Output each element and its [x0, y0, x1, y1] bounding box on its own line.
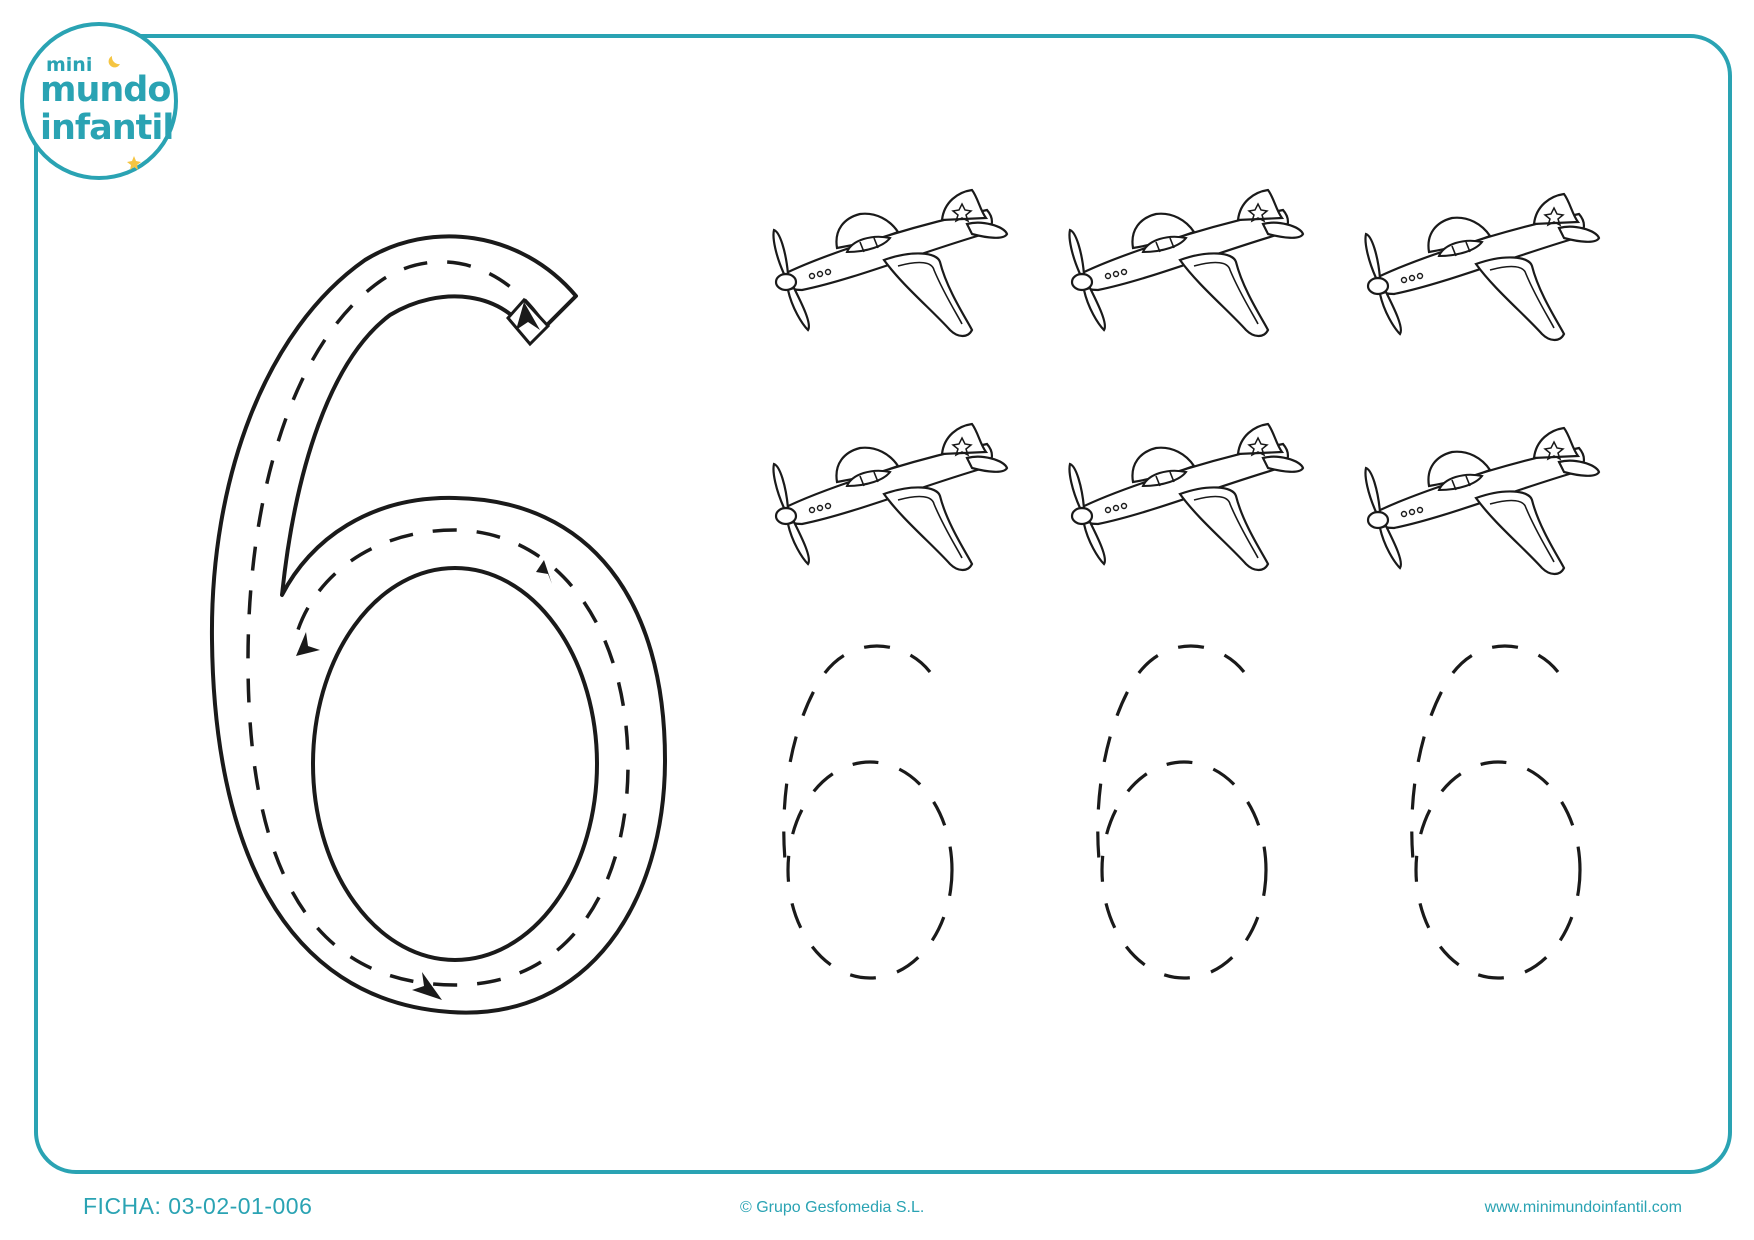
copyright-text: © Grupo Gesfomedia S.L. [740, 1199, 925, 1216]
worksheet-code: FICHA: 03-02-01-006 [83, 1193, 313, 1219]
airplane-icon [1068, 188, 1305, 338]
airplane-icon [1364, 192, 1601, 342]
direction-arrow-icon [516, 302, 540, 330]
count-objects [772, 188, 1601, 576]
airplane-icon [772, 188, 1009, 338]
logo-decorations [108, 56, 141, 170]
airplane-icon [772, 422, 1009, 572]
brand-logo[interactable]: mini mundo infantil [20, 22, 178, 180]
tracing-numeral[interactable] [209, 234, 667, 1015]
airplane-icon [1364, 426, 1601, 576]
worksheet-frame [34, 34, 1732, 1174]
direction-arrow-icon [536, 560, 552, 584]
website-link[interactable]: www.minimundoinfantil.com [1484, 1199, 1682, 1216]
moon-icon [108, 56, 120, 68]
star-icon [127, 156, 141, 170]
dashed-six [1410, 644, 1582, 980]
dashed-six [1096, 644, 1268, 980]
direction-arrow-icon [296, 632, 320, 656]
logo-text-infantil: infantil [40, 108, 174, 148]
airplane-icon [1068, 422, 1305, 572]
dashed-six [782, 644, 954, 980]
practice-numerals[interactable] [782, 644, 1582, 980]
logo-text-mundo: mundo [40, 70, 171, 110]
logo-text-mini: mini [46, 54, 93, 76]
direction-arrow-icon [412, 972, 442, 1000]
